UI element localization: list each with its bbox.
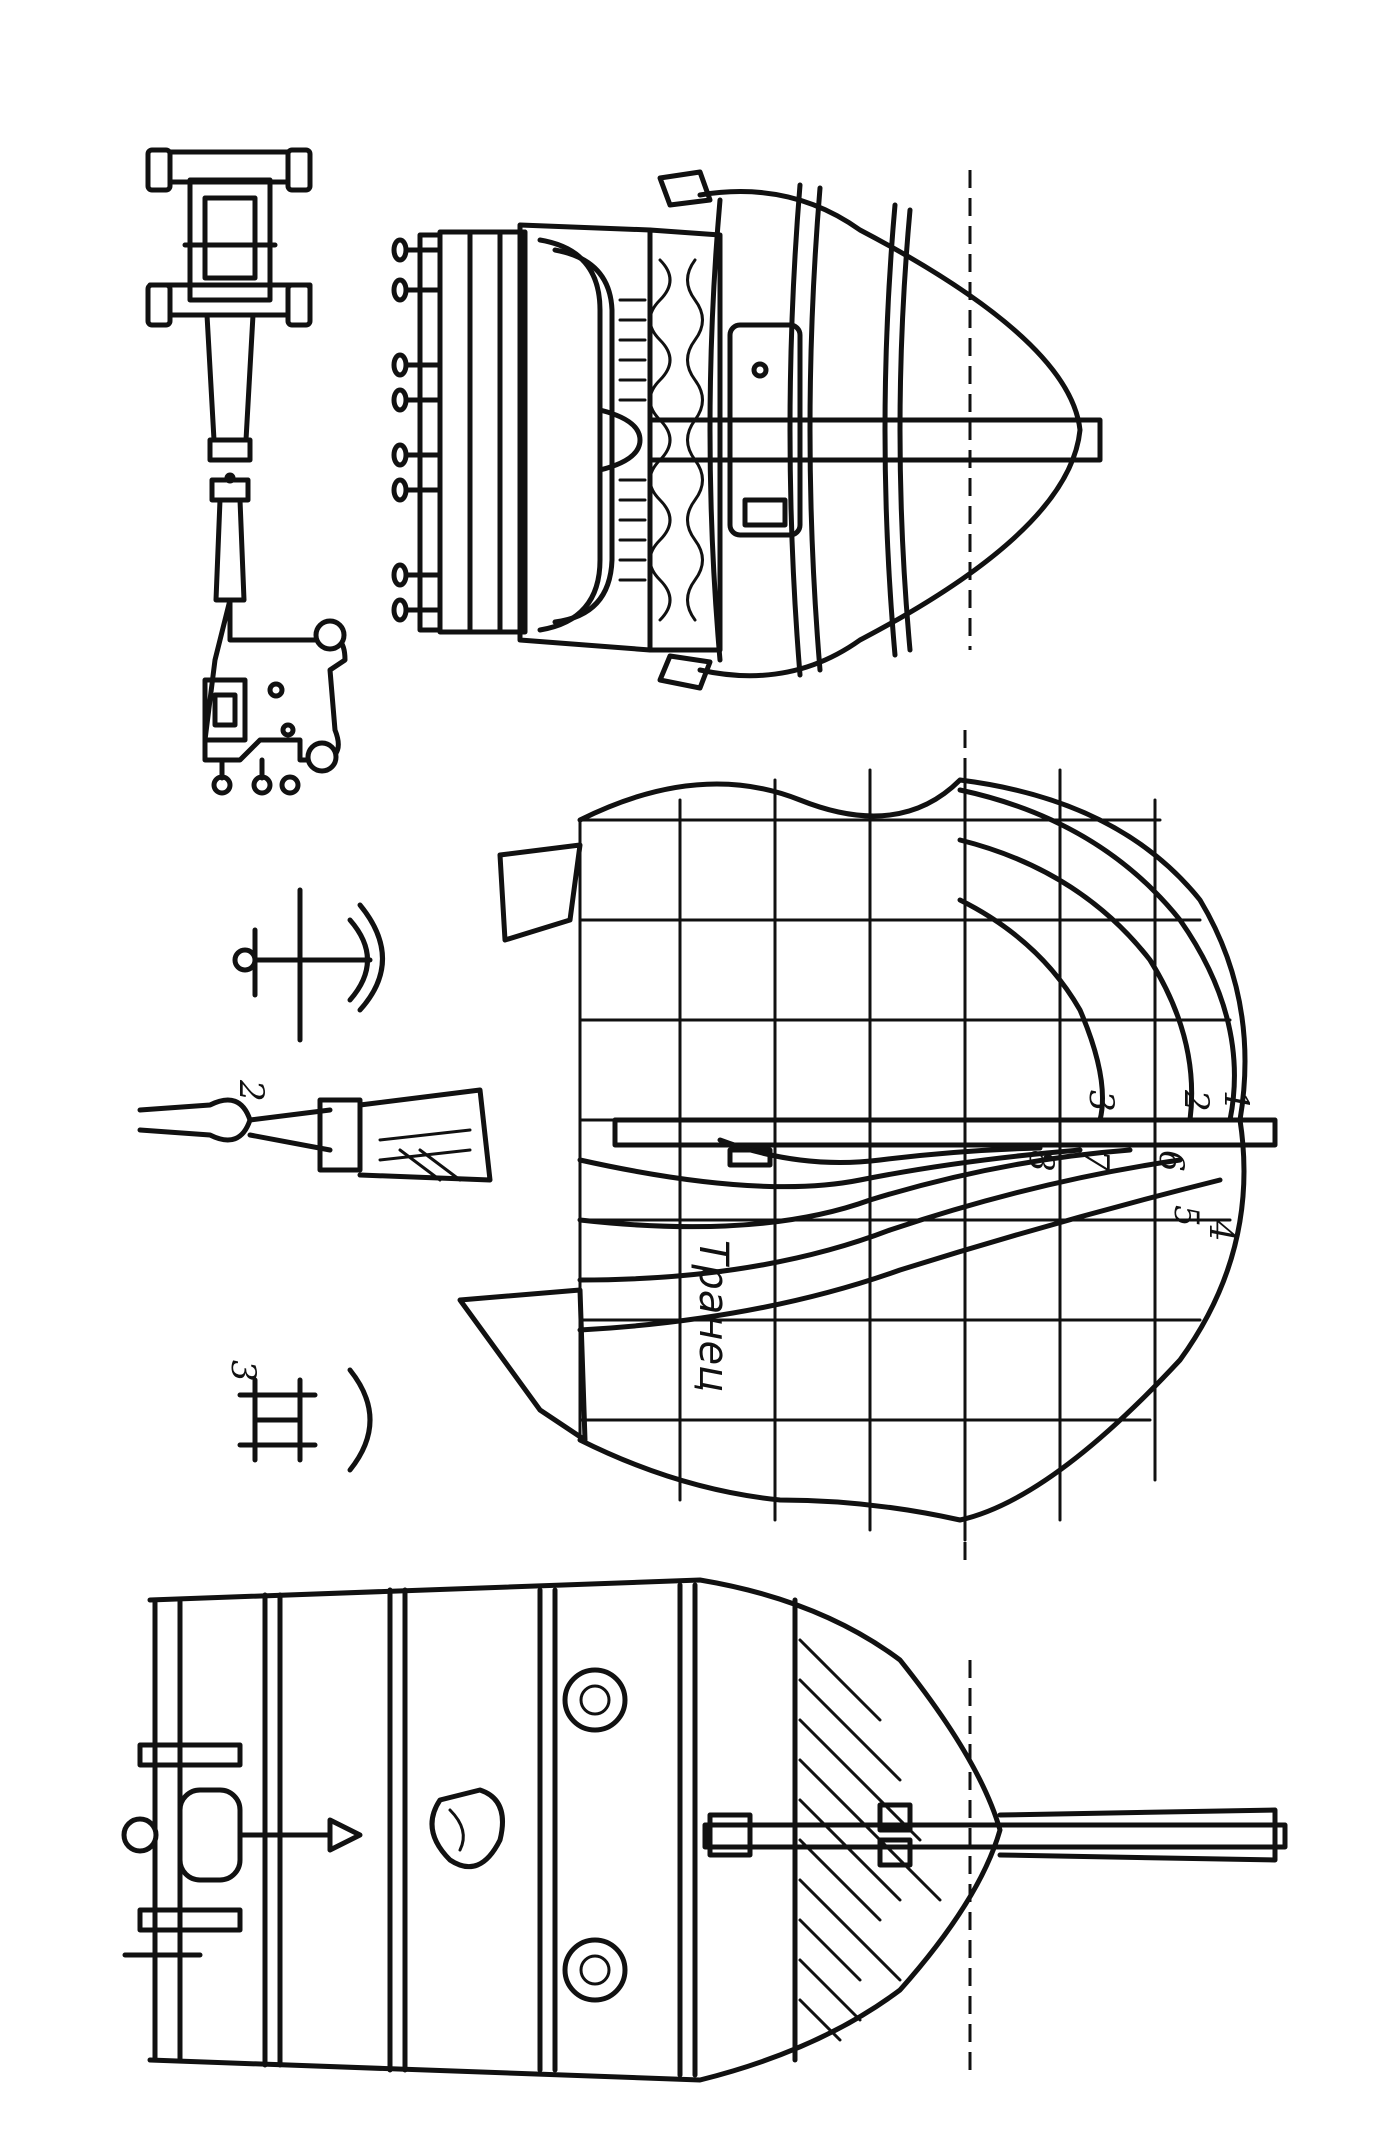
frame-label-6: 6 xyxy=(1151,1150,1191,1172)
body-plan: 1 2 3 4 5 6 7 8 Транец xyxy=(457,730,1278,1560)
detail-2-label: 2 xyxy=(231,1079,271,1102)
frame-label-3: 3 xyxy=(1081,1090,1121,1112)
frame-label-5: 5 xyxy=(1166,1205,1206,1227)
transom-label: Транец xyxy=(690,1240,736,1392)
cannon-plan-view xyxy=(145,147,348,796)
frame-label-1: 1 xyxy=(1216,1090,1256,1112)
stern-view xyxy=(391,169,1103,691)
detail-anchor xyxy=(232,887,385,1043)
detail-2-rigging: 2 xyxy=(137,1079,493,1183)
frame-label-2: 2 xyxy=(1176,1089,1216,1112)
detail-3-label: 3 xyxy=(223,1360,263,1382)
frame-label-4: 4 xyxy=(1201,1219,1241,1242)
frame-label-8: 8 xyxy=(1021,1150,1061,1172)
detail-3-cleat: 3 xyxy=(223,1360,373,1473)
frame-label-7: 7 xyxy=(1076,1150,1116,1172)
stern-elevation xyxy=(121,1577,1288,2083)
